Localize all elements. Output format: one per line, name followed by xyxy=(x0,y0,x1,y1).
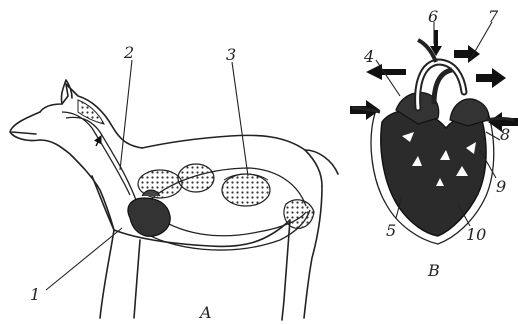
dog-front-leg xyxy=(100,230,140,318)
label-6: 6 xyxy=(428,7,438,26)
arrow-right-7 xyxy=(476,68,506,88)
lung-right xyxy=(178,164,214,192)
label-10: 10 xyxy=(466,225,486,244)
pulmonary-trunk xyxy=(434,70,452,104)
vena-cava xyxy=(486,119,514,121)
label-1: 1 xyxy=(30,285,40,304)
head-capillaries xyxy=(78,100,104,124)
dog-heart xyxy=(128,198,170,236)
label-4: 4 xyxy=(363,47,374,66)
right-atrium xyxy=(450,99,489,126)
label-2: 2 xyxy=(123,43,134,62)
gut-capillaries xyxy=(222,174,270,206)
arrow-right-6 xyxy=(454,45,480,63)
label-8: 8 xyxy=(500,125,510,144)
panel-b-heart xyxy=(350,30,518,244)
head-vein xyxy=(66,117,136,200)
label-7: 7 xyxy=(488,7,499,26)
label-5: 5 xyxy=(386,221,396,240)
panel-b-caption: B xyxy=(427,261,440,280)
flow-arrow-head xyxy=(96,138,100,146)
dorsal-vein xyxy=(150,212,306,236)
label-3: 3 xyxy=(226,45,236,64)
dog-tail xyxy=(305,150,338,174)
arrow-left-top xyxy=(366,64,406,80)
dog-mouth xyxy=(12,132,36,134)
panel-a-caption: A xyxy=(198,303,212,322)
label-9: 9 xyxy=(496,177,506,196)
panel-a-dog xyxy=(10,80,338,320)
dog-neck-line xyxy=(92,176,114,230)
hind-capillaries xyxy=(284,200,314,228)
